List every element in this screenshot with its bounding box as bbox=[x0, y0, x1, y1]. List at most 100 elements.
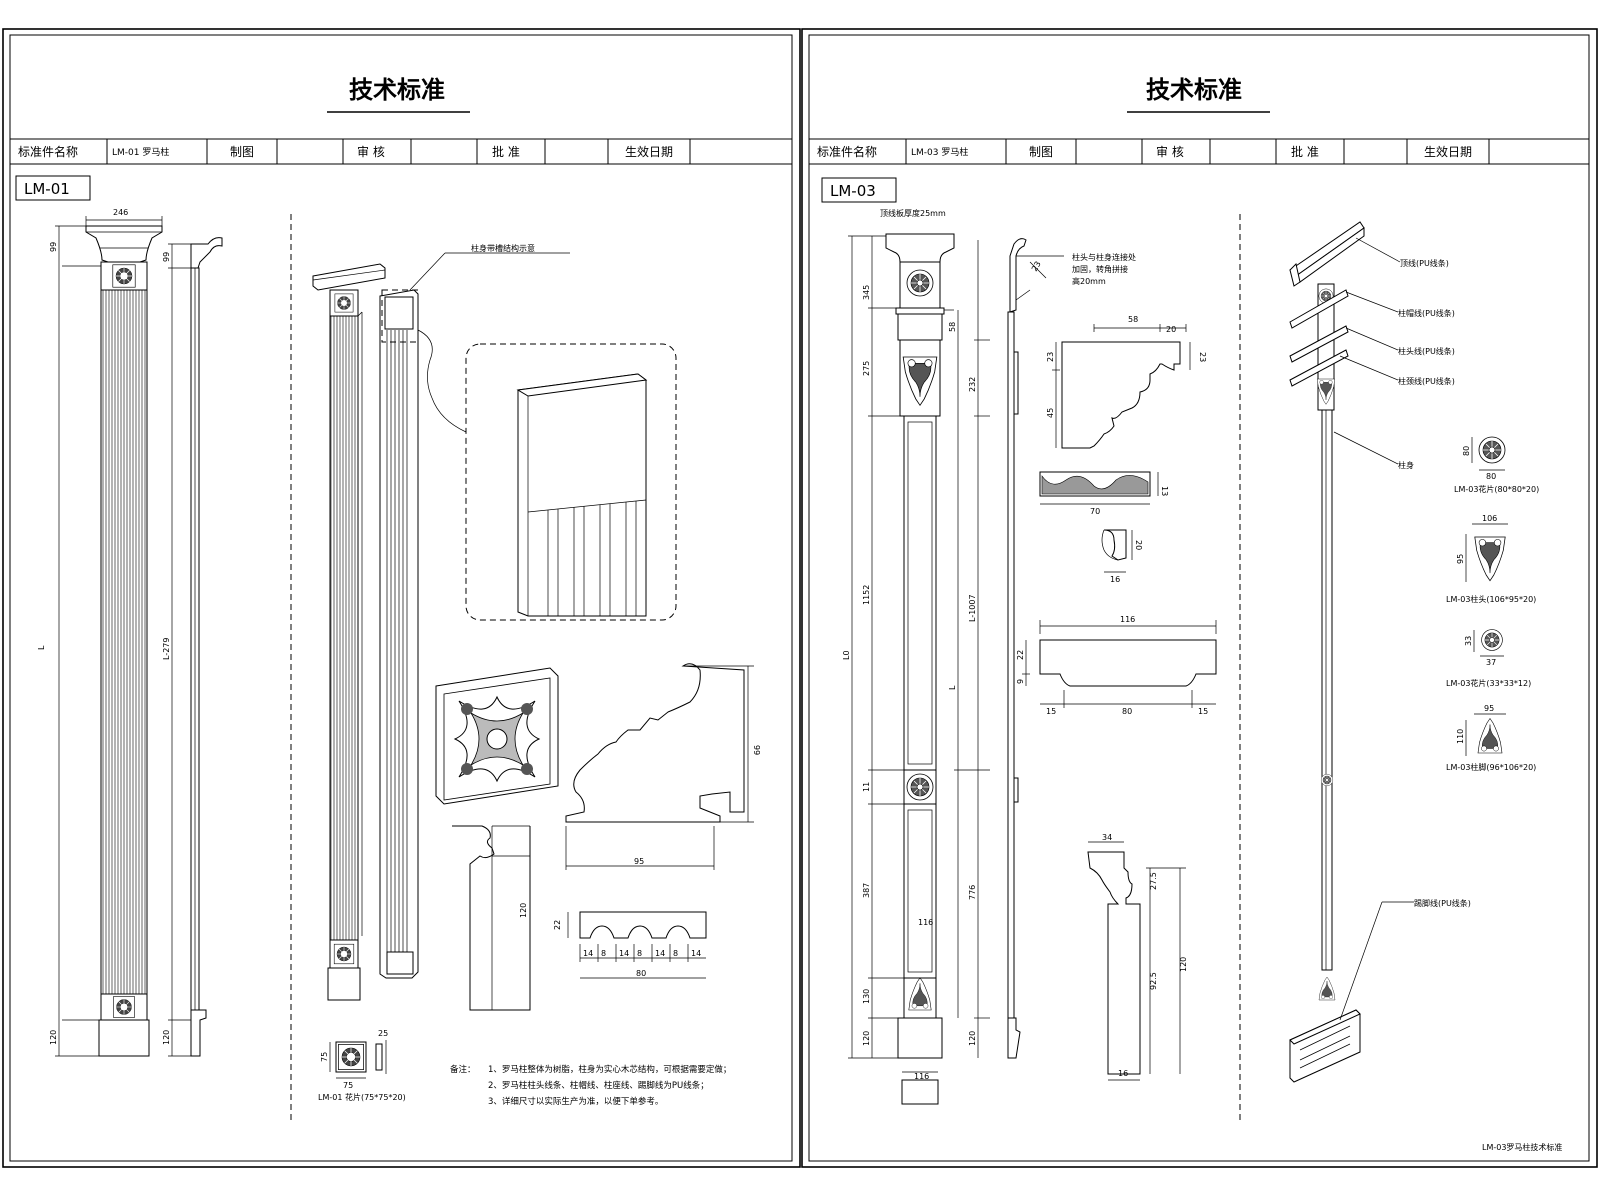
dim-cap-side: 99 bbox=[162, 252, 171, 262]
dim-shaft: L-279 bbox=[162, 638, 171, 660]
label-top: 顶线(PU线条) bbox=[1400, 258, 1449, 268]
dim-s2-h: 13 bbox=[1160, 486, 1169, 496]
part3-h: 33 bbox=[1464, 636, 1473, 646]
sheet-title: 技术标准 bbox=[1146, 76, 1242, 104]
drawing-label: 制图 bbox=[1029, 145, 1053, 159]
column-front-elevation bbox=[85, 225, 163, 1057]
sheet-border-inner bbox=[808, 34, 1590, 1162]
groove-dim-label: 14 bbox=[691, 949, 701, 958]
date-label: 生效日期 bbox=[625, 144, 673, 159]
neck-section: 116 22 9 15 80 15 bbox=[1016, 615, 1217, 716]
part-code: LM-03 bbox=[830, 182, 876, 200]
dim-d11: 116 bbox=[918, 918, 933, 927]
sheet-left: 技术标准 标准件名称 LM-01 罗马柱 制图 审 核 批 准 生效日期 LM-… bbox=[2, 28, 801, 1168]
part3-w: 37 bbox=[1486, 658, 1496, 667]
dim-cap-width: 246 bbox=[113, 208, 128, 217]
label-neck: 柱颈线(PU线条) bbox=[1398, 376, 1455, 386]
dim-profile-h: 99 bbox=[752, 745, 761, 755]
dim-s2-w: 70 bbox=[1090, 507, 1100, 516]
label-cap: 柱帽线(PU线条) bbox=[1398, 308, 1455, 318]
dim-plinth-h: 120 bbox=[519, 903, 528, 918]
plinth-profile: 34 27.5 92.5 120 16 bbox=[1087, 833, 1188, 1081]
review-label: 审 核 bbox=[1156, 144, 1184, 159]
column-isometric bbox=[1289, 221, 1365, 1083]
dim-groove-total: 80 bbox=[636, 969, 646, 978]
name-value: LM-03 罗马柱 bbox=[911, 146, 968, 158]
dim-base: 120 bbox=[49, 1030, 58, 1045]
part-code: LM-01 bbox=[24, 180, 70, 198]
base-section bbox=[901, 1079, 939, 1105]
groove-dim-label: 14 bbox=[619, 949, 629, 958]
label-skirting: 踢脚线(PU线条) bbox=[1414, 898, 1471, 908]
notes-label: 备注： bbox=[450, 1064, 476, 1075]
dim-base-w: 34 bbox=[1102, 833, 1112, 842]
dim-cr-h2: 23 bbox=[1198, 352, 1207, 362]
dim-cr-w2: 20 bbox=[1166, 325, 1176, 334]
dim-d1: 345 bbox=[862, 285, 871, 300]
dim-s3-w: 16 bbox=[1110, 575, 1120, 584]
sheet-border-outer bbox=[2, 28, 801, 1168]
dim-d13: 120 bbox=[862, 1031, 871, 1046]
wave-strip: 13 70 bbox=[1039, 471, 1169, 516]
dim-cr-w: 58 bbox=[1128, 315, 1138, 324]
name-value: LM-01 罗马柱 bbox=[112, 146, 169, 158]
approve-label: 批 准 bbox=[1291, 144, 1319, 159]
dim-d12: 130 bbox=[862, 989, 871, 1004]
column-side-elevation: 23 柱头与柱身连接处 加固，转角拼接 高20mm bbox=[1007, 238, 1136, 1059]
dim-base-side: 120 bbox=[162, 1030, 171, 1045]
part-corbel-foot: 95 110 LM-03柱脚(96*106*20) bbox=[1446, 704, 1536, 772]
dim-block-w: 75 bbox=[343, 1081, 353, 1090]
groove-dim-label: 8 bbox=[673, 949, 678, 958]
column-front-elevation: 116 bbox=[885, 233, 955, 1105]
column-dimensions: 345 275 1152 11 387 130 120 L0 116 58 L … bbox=[842, 235, 990, 1059]
dim-s3-h: 20 bbox=[1134, 540, 1143, 550]
dim-base-h1: 27.5 bbox=[1149, 872, 1158, 890]
dim-rect-h2: 9 bbox=[1016, 679, 1025, 684]
sheet-border-inner bbox=[9, 34, 793, 1162]
groove-dim-label: 8 bbox=[637, 949, 642, 958]
column-dimensions: 246 99 L 120 bbox=[37, 208, 163, 1057]
review-label: 审 核 bbox=[357, 144, 385, 159]
dim-rect-side-l: 15 bbox=[1046, 707, 1056, 716]
name-label: 标准件名称 bbox=[18, 144, 78, 159]
back-board-isometric: 柱身带槽结构示意 bbox=[379, 243, 570, 979]
dim-cr-h1: 23 bbox=[1046, 352, 1055, 362]
sheet-title: 技术标准 bbox=[349, 76, 445, 104]
dim-d14: 120 bbox=[968, 1031, 977, 1046]
groove-detail-zoom bbox=[465, 343, 677, 621]
header-row bbox=[9, 138, 793, 165]
note-2: 2、罗马柱柱头线条、柱帽线、柱座线、踢脚线为PU线条； bbox=[488, 1080, 709, 1091]
dim-d2: 58 bbox=[948, 322, 957, 332]
dim-d3: 275 bbox=[862, 361, 871, 376]
dim-cap-height: 99 bbox=[49, 242, 58, 252]
note-1: 1、罗马柱整体为树脂，柱身为实心木芯结构，可根据需要定做； bbox=[488, 1064, 731, 1075]
header-row bbox=[808, 138, 1590, 165]
part1-w: 80 bbox=[1486, 472, 1496, 481]
leader-labels: 顶线(PU线条) 柱帽线(PU线条) 柱头线(PU线条) 柱颈线(PU线条) 柱… bbox=[1333, 237, 1471, 1021]
dim-rect-w: 116 bbox=[1120, 615, 1135, 624]
note-3: 3、详细尺寸以实际生产为准，以便下单参考。 bbox=[488, 1096, 663, 1107]
crown-profile: 99 95 bbox=[565, 663, 761, 870]
dim-block-t: 25 bbox=[378, 1029, 388, 1038]
small-profile: 20 16 bbox=[1101, 529, 1143, 584]
code-box bbox=[15, 175, 91, 201]
rosette-block bbox=[435, 667, 559, 805]
date-label: 生效日期 bbox=[1424, 144, 1472, 159]
dim-d8: 11 bbox=[862, 782, 871, 792]
footer-text: LM-03罗马柱技术标准 bbox=[1482, 1142, 1562, 1152]
sheet-right: 技术标准 标准件名称 LM-03 罗马柱 制图 审 核 批 准 生效日期 LM-… bbox=[801, 28, 1598, 1168]
drawing-label: 制图 bbox=[230, 145, 254, 159]
side-note-3: 高20mm bbox=[1072, 276, 1106, 286]
code-box bbox=[821, 177, 897, 203]
dim-total: L0 bbox=[842, 650, 851, 660]
dim-d10: 776 bbox=[968, 885, 977, 900]
label-shaft: 柱身 bbox=[1398, 460, 1414, 470]
dim-groove-h: 22 bbox=[553, 920, 562, 930]
approve-label: 批 准 bbox=[492, 144, 520, 159]
top-dim-note: 顶线板厚度25mm bbox=[880, 208, 946, 218]
plinth-profile: 120 bbox=[452, 825, 531, 1011]
part3-caption: LM-03花片(33*33*12) bbox=[1446, 678, 1531, 688]
part-rosette-80: 80 80 LM-03花片(80*80*20) bbox=[1454, 436, 1539, 494]
